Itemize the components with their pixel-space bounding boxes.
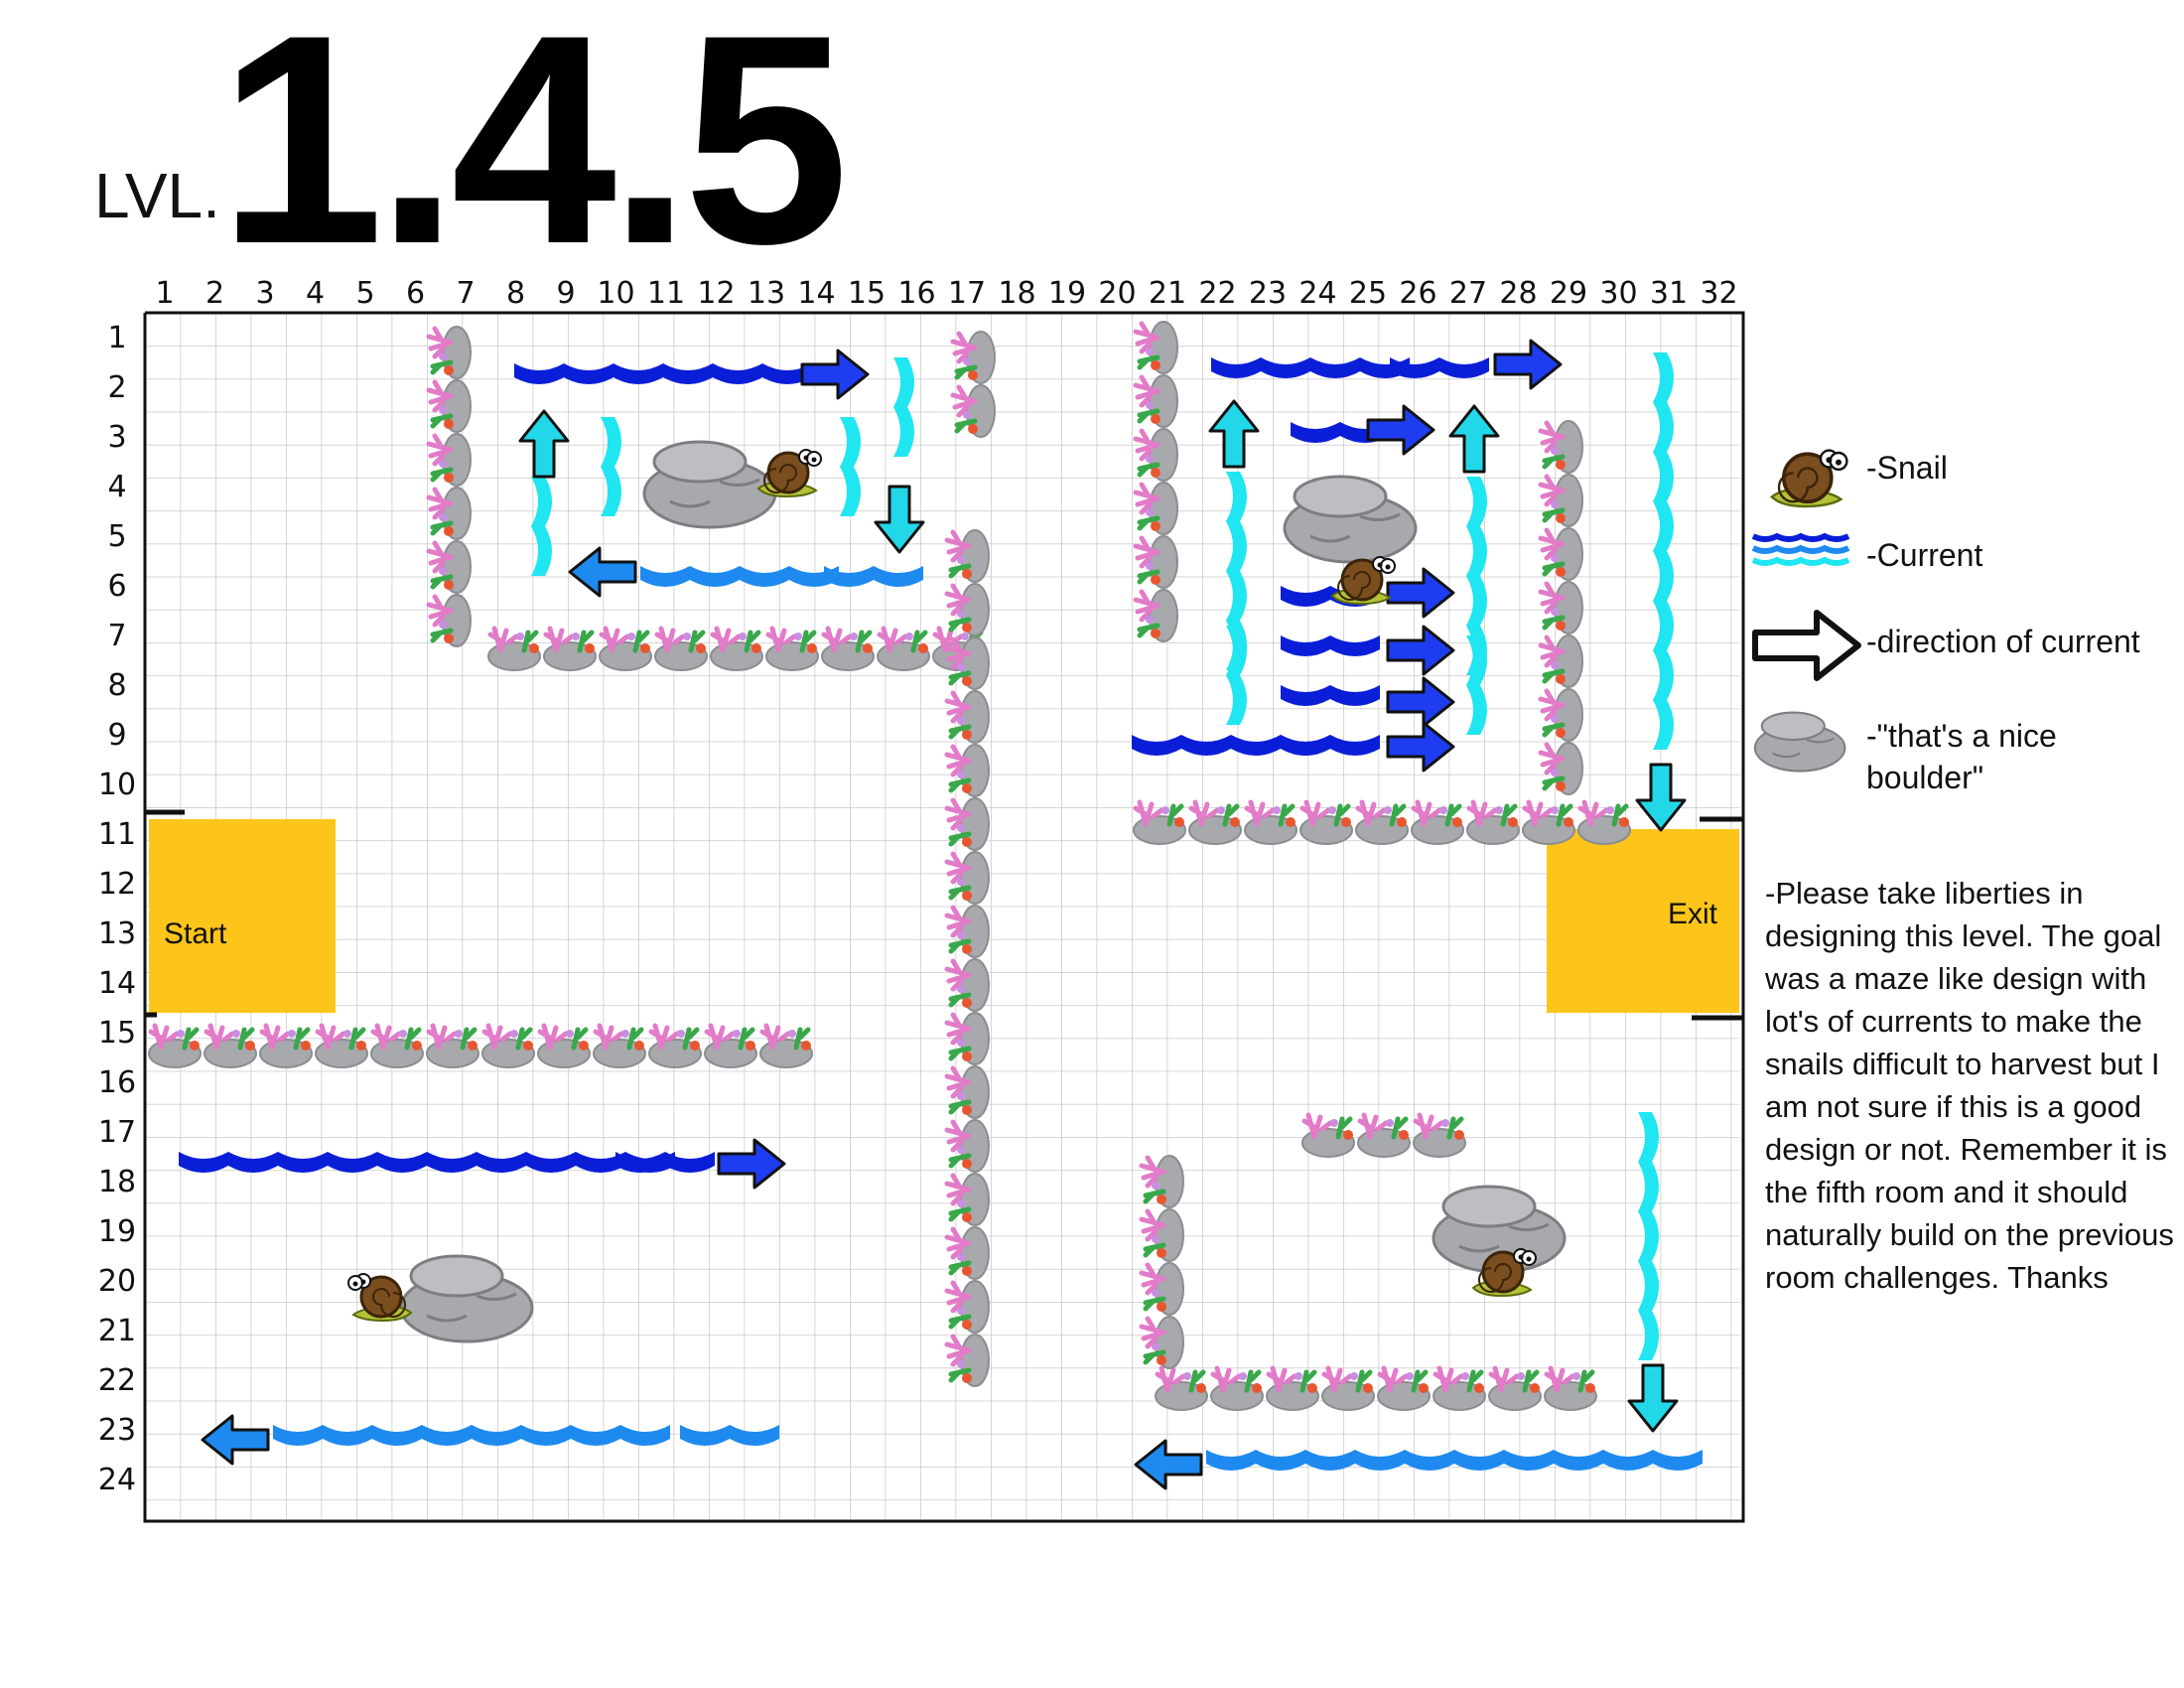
column-number: 3 [255,276,274,311]
column-number: 28 [1499,276,1537,311]
column-number: 32 [1700,276,1737,311]
column-number: 17 [948,276,986,311]
column-number: 19 [1048,276,1086,311]
row-number: 6 [107,569,126,604]
wave-icon [1751,532,1850,566]
row-number: 5 [107,519,126,554]
row-number: 22 [98,1363,136,1398]
legend-current: -Current [1747,514,2184,604]
column-number: 22 [1198,276,1236,311]
column-number: 16 [897,276,935,311]
column-number: 29 [1550,276,1587,311]
row-number: 9 [107,718,126,753]
row-number: 4 [107,470,126,504]
level-number: 1.4.5 [218,0,849,306]
row-number: 21 [98,1314,136,1348]
row-number: 12 [98,867,136,902]
row-number: 7 [107,619,126,653]
column-number: 31 [1650,276,1688,311]
row-number: 15 [98,1016,136,1051]
legend-boulder-label: -"that's a nice boulder" [1866,718,2057,795]
exit-label: Exit [1668,898,1718,930]
row-number: 11 [98,817,136,852]
row-number: 13 [98,916,136,951]
column-number: 4 [306,276,325,311]
legend-direction: -direction of current [1747,601,2184,690]
snail-icon [1770,448,1849,508]
row-number: 16 [98,1065,136,1100]
start-zone: Start [145,809,336,1018]
column-number: 24 [1298,276,1336,311]
grid-border [143,311,1745,1523]
column-number: 20 [1098,276,1136,311]
column-number: 21 [1149,276,1186,311]
exit-zone: Exit [1547,816,1743,1021]
column-number: 14 [797,276,835,311]
arrow-right-outline-icon [1752,610,1861,681]
boulder-icon [1753,711,1846,773]
row-number: 10 [98,768,136,802]
row-number: 18 [98,1165,136,1199]
column-number: 9 [556,276,575,311]
column-number: 6 [406,276,425,311]
column-number: 11 [647,276,685,311]
column-number: 5 [355,276,374,311]
row-number: 19 [98,1214,136,1249]
column-number: 12 [697,276,735,311]
row-number: 23 [98,1413,136,1448]
row-number: 2 [107,370,126,405]
row-number: 3 [107,420,126,455]
column-number: 7 [456,276,475,311]
level-prefix: LVL. [94,160,220,231]
row-number: 17 [98,1115,136,1150]
column-number: 10 [597,276,634,311]
column-number: 30 [1599,276,1637,311]
column-number: 13 [748,276,785,311]
legend-current-label: -Current [1866,537,1983,573]
start-label: Start [164,917,227,950]
column-number: 23 [1249,276,1287,311]
legend-snail-label: -Snail [1866,450,1948,486]
column-number: 2 [205,276,224,311]
row-number: 1 [107,321,126,355]
row-number: 8 [107,668,126,703]
column-number: 18 [998,276,1035,311]
designer-note: -Please take liberties in designing this… [1765,876,2174,1295]
legend-snail: -Snail [1747,427,2184,516]
row-number: 20 [98,1264,136,1299]
legend-boulder: -"that's a nice boulder" [1747,695,2184,804]
legend-direction-label: -direction of current [1866,624,2140,659]
column-number: 15 [848,276,886,311]
column-number: 26 [1399,276,1436,311]
column-number: 1 [155,276,174,311]
column-number: 27 [1449,276,1487,311]
column-number: 25 [1349,276,1387,311]
row-number: 24 [98,1463,136,1497]
grid-paper [145,313,1739,1519]
row-number: 14 [98,966,136,1001]
column-number: 8 [506,276,525,311]
